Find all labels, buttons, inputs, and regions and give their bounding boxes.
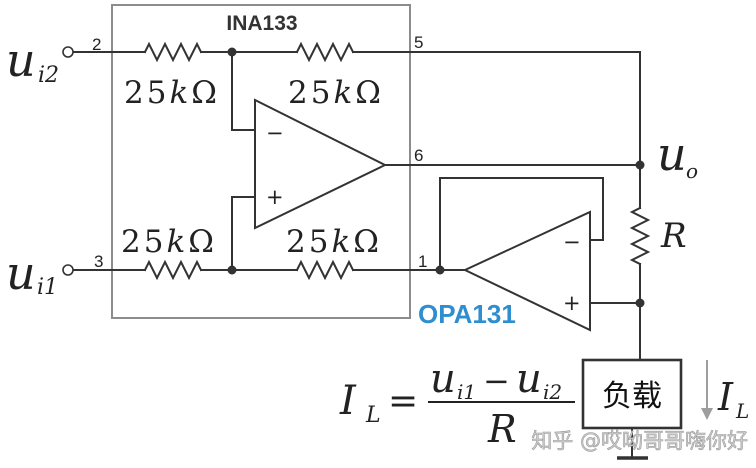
formula-numerator-b-subscript: i2 <box>543 380 562 404</box>
formula-equals: = <box>388 381 418 422</box>
opa131-plus-sign: + <box>563 291 581 315</box>
formula-numerator-a: u <box>430 356 456 402</box>
resistor-value: 25 <box>286 224 331 260</box>
terminal-ui1 <box>62 264 74 276</box>
resistor-prefix: k <box>333 75 355 111</box>
ina133-chip-outline <box>111 4 411 319</box>
resistor-label-bottom-right: 25kΩ <box>286 224 382 260</box>
pin-1-label: 1 <box>418 252 427 271</box>
resistor-prefix: k <box>169 75 191 111</box>
pin-2-label: 2 <box>92 35 101 54</box>
resistor-top-right <box>295 41 355 63</box>
resistor-value: 25 <box>124 75 169 111</box>
resistor-r-label: R <box>660 216 687 256</box>
formula-lhs: I <box>339 378 357 424</box>
resistor-top-left <box>143 41 203 63</box>
wires <box>62 41 683 460</box>
output-uo-subscript: o <box>686 159 698 183</box>
formula-denominator: R <box>487 407 517 451</box>
output-uo-symbol: u <box>657 127 687 181</box>
opa131-opamp-symbol <box>462 210 591 332</box>
junction-nodes <box>227 47 645 308</box>
arrow-down-icon <box>701 408 713 420</box>
formula-numerator-a-subscript: i1 <box>457 380 476 404</box>
load-current-subscript: L <box>735 399 749 423</box>
opa131-minus-sign: − <box>563 230 581 254</box>
resistor-r <box>629 206 651 266</box>
resistor-unit: Ω <box>191 75 220 111</box>
junction-node <box>227 265 237 275</box>
pin-6-label: 6 <box>414 146 423 165</box>
ina133-plus-sign: + <box>266 185 284 209</box>
formula-numerator-b: u <box>516 356 542 402</box>
load-current-symbol: I <box>717 375 734 419</box>
resistor-unit: Ω <box>353 224 382 260</box>
wire-noninverting-input <box>231 196 256 271</box>
resistor-bottom-left <box>143 259 203 281</box>
resistor-prefix: k <box>166 224 188 260</box>
input-ui1-symbol: u <box>6 246 36 300</box>
terminal-ui2 <box>62 46 74 58</box>
resistor-label-bottom-left: 25kΩ <box>121 224 217 260</box>
formula-minus: − <box>483 362 510 400</box>
resistor-value: 25 <box>121 224 166 260</box>
ina133-chip-label: INA133 <box>226 12 297 35</box>
input-ui2-subscript: i2 <box>38 63 59 88</box>
resistor-prefix: k <box>331 224 353 260</box>
resistor-label-top-right: 25kΩ <box>288 75 384 111</box>
resistor-bottom-right <box>295 259 355 281</box>
wire-inverting-input <box>231 51 256 131</box>
ina133-minus-sign: − <box>266 121 284 145</box>
load-label: 负载 <box>602 379 662 414</box>
pin-3-label: 3 <box>94 252 103 271</box>
input-ui1-subscript: i1 <box>37 275 58 300</box>
ina133-opamp-symbol <box>254 98 388 230</box>
input-ui2-symbol: u <box>6 33 36 87</box>
wire-opa131-feedback <box>439 177 604 271</box>
junction-node <box>227 47 237 57</box>
junction-node <box>635 160 645 170</box>
junction-node <box>635 298 645 308</box>
wire-pin5-to-output <box>352 51 641 209</box>
load-box <box>581 358 683 430</box>
pin-5-label: 5 <box>414 33 423 52</box>
resistor-unit: Ω <box>355 75 384 111</box>
watermark: 知乎 @哎呦哥哥嗨你好 <box>531 429 748 453</box>
formula-lhs-subscript: L <box>365 403 381 428</box>
formula: I L = u i1 − u i2 R <box>339 356 575 451</box>
resistor-label-top-left: 25kΩ <box>124 75 220 111</box>
opa131-label: OPA131 <box>418 299 516 329</box>
resistor-unit: Ω <box>188 224 217 260</box>
resistor-value: 25 <box>288 75 333 111</box>
junction-node <box>435 265 445 275</box>
